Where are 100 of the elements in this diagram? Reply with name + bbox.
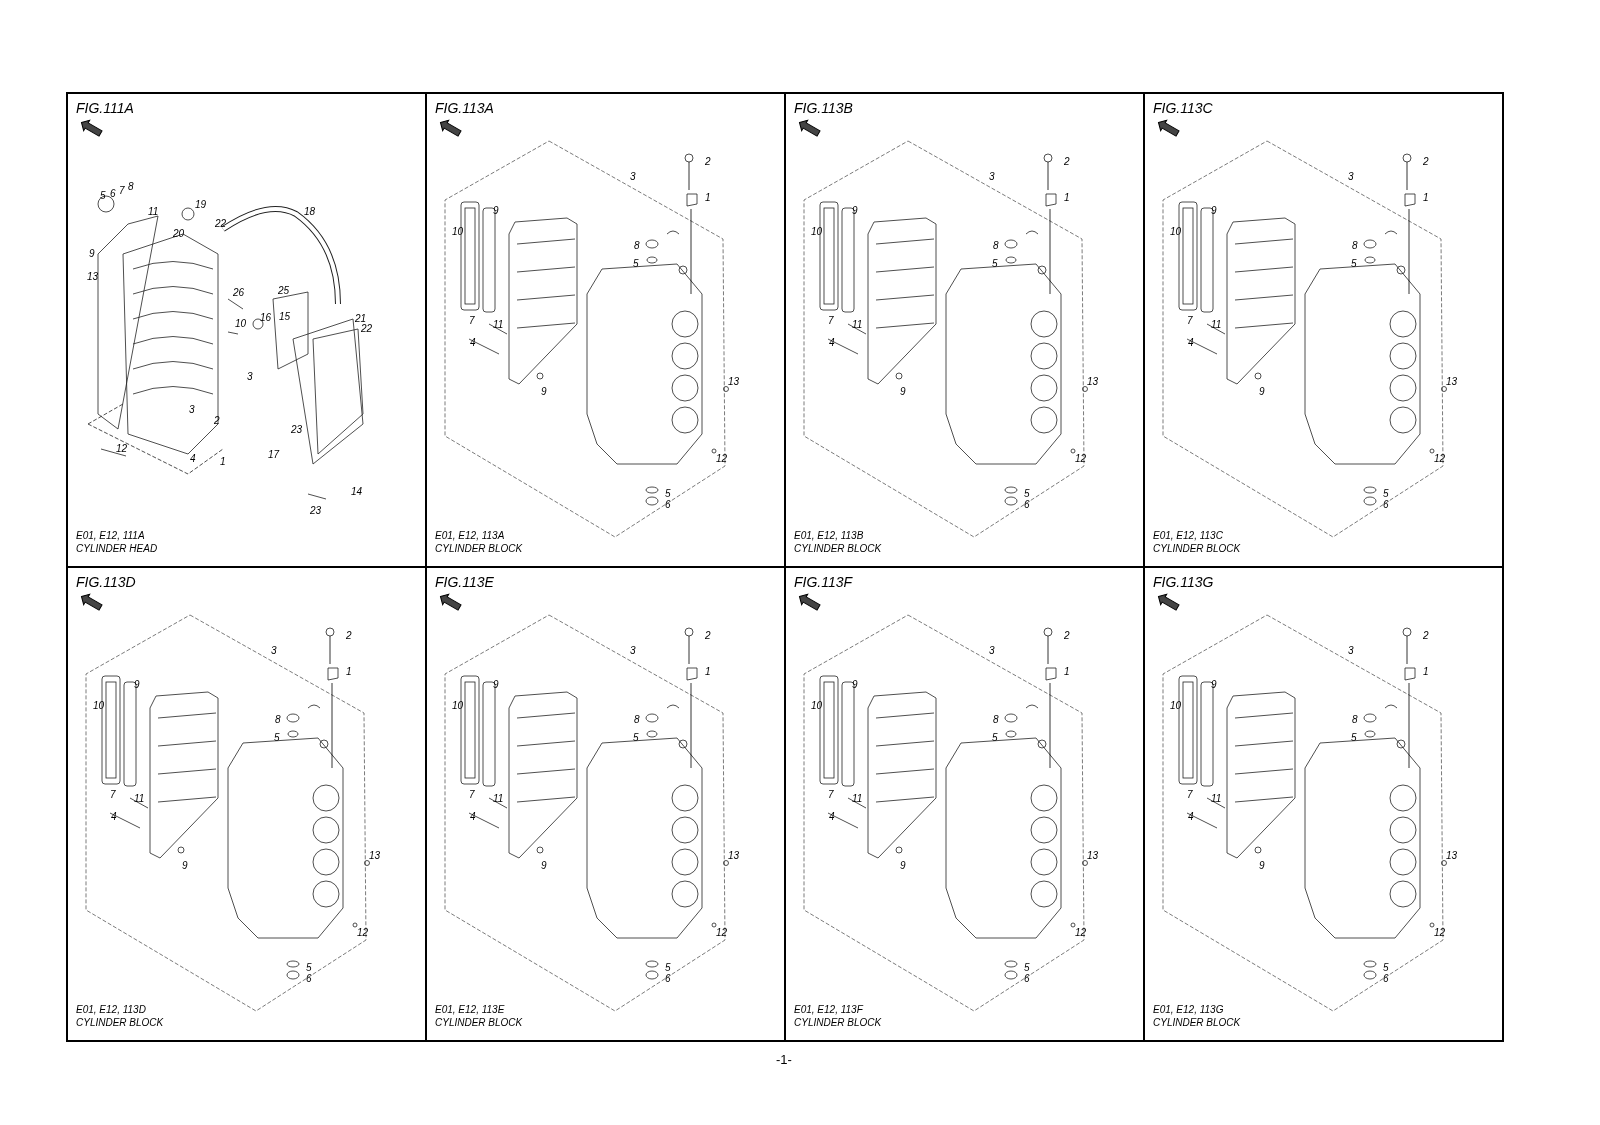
callout-number: 5 — [992, 259, 998, 269]
callout-number: 23 — [291, 425, 303, 435]
callout-number: 8 — [128, 182, 134, 192]
callout-number: 5 — [306, 963, 312, 973]
callout-number: 5 — [633, 259, 639, 269]
figure-panel — [1143, 92, 1504, 568]
callout-number: 4 — [111, 812, 117, 822]
callout-number: 1 — [705, 667, 711, 677]
figure-title: FIG.113A — [435, 100, 494, 116]
figure-title: FIG.111A — [76, 100, 134, 116]
callout-number: 11 — [1211, 320, 1222, 330]
callout-number: 15 — [279, 312, 291, 322]
callout-number: 2 — [705, 157, 711, 167]
callout-number: 8 — [275, 715, 281, 725]
callout-number: 12 — [116, 444, 128, 454]
figure-code: E01, E12, 111A — [76, 530, 145, 541]
callout-number: 13 — [728, 377, 740, 387]
figure-code: E01, E12, 113D — [76, 1004, 146, 1015]
callout-number: 13 — [369, 851, 381, 861]
callout-number: 8 — [634, 241, 640, 251]
callout-number: 2 — [1423, 631, 1429, 641]
callout-number: 8 — [993, 241, 999, 251]
callout-number: 7 — [828, 316, 834, 326]
callout-number: 2 — [1423, 157, 1429, 167]
callout-number: 9 — [182, 861, 188, 871]
callout-number: 2 — [1064, 157, 1070, 167]
callout-number: 1 — [1064, 667, 1070, 677]
callout-number: 8 — [634, 715, 640, 725]
callout-number: 3 — [1348, 646, 1354, 656]
callout-number: 11 — [852, 794, 863, 804]
callout-number: 13 — [1446, 851, 1458, 861]
callout-number: 6 — [1383, 500, 1389, 510]
figure-panel — [1143, 566, 1504, 1042]
callout-number: 3 — [630, 646, 636, 656]
callout-number: 4 — [470, 812, 476, 822]
figure-code: E01, E12, 113B — [794, 530, 864, 541]
callout-number: 26 — [233, 288, 245, 298]
callout-number: 12 — [1434, 928, 1446, 938]
figure-code: E01, E12, 113A — [435, 530, 505, 541]
callout-number: 5 — [992, 733, 998, 743]
callout-number: 6 — [1024, 974, 1030, 984]
callout-number: 6 — [665, 500, 671, 510]
callout-number: 13 — [87, 272, 99, 282]
figure-caption: CYLINDER BLOCK — [1153, 543, 1241, 554]
callout-number: 25 — [278, 286, 290, 296]
callout-number: 9 — [900, 387, 906, 397]
callout-number: 5 — [100, 191, 106, 201]
callout-number: 10 — [811, 701, 823, 711]
callout-number: 7 — [469, 790, 475, 800]
callout-number: 9 — [493, 206, 499, 216]
figure-code: E01, E12, 113F — [794, 1004, 863, 1015]
callout-number: 4 — [1188, 338, 1194, 348]
callout-number: 16 — [260, 313, 272, 323]
callout-number: 2 — [214, 416, 220, 426]
callout-number: 11 — [148, 207, 159, 217]
callout-number: 10 — [452, 701, 464, 711]
callout-number: 5 — [1351, 259, 1357, 269]
figure-title: FIG.113E — [435, 574, 494, 590]
figure-caption: CYLINDER BLOCK — [794, 1017, 882, 1028]
callout-number: 8 — [1352, 241, 1358, 251]
figure-caption: CYLINDER HEAD — [76, 543, 158, 554]
callout-number: 10 — [1170, 701, 1182, 711]
callout-number: 22 — [361, 324, 373, 334]
figure-title: FIG.113C — [1153, 100, 1213, 116]
callout-number: 10 — [1170, 227, 1182, 237]
callout-number: 4 — [829, 338, 835, 348]
callout-number: 6 — [665, 974, 671, 984]
callout-number: 9 — [134, 680, 140, 690]
callout-number: 3 — [1348, 172, 1354, 182]
callout-number: 12 — [1434, 454, 1446, 464]
callout-number: 18 — [304, 207, 316, 217]
callout-number: 5 — [1383, 489, 1389, 499]
figure-caption: CYLINDER BLOCK — [1153, 1017, 1241, 1028]
callout-number: 13 — [1087, 377, 1099, 387]
callout-number: 1 — [705, 193, 711, 203]
callout-number: 10 — [235, 319, 247, 329]
callout-number: 12 — [716, 454, 728, 464]
callout-number: 23 — [310, 506, 322, 516]
callout-number: 11 — [493, 794, 504, 804]
callout-number: 5 — [1024, 489, 1030, 499]
callout-number: 12 — [1075, 454, 1087, 464]
callout-number: 1 — [346, 667, 352, 677]
callout-number: 21 — [355, 314, 367, 324]
callout-number: 5 — [1024, 963, 1030, 973]
callout-number: 12 — [716, 928, 728, 938]
figure-caption: CYLINDER BLOCK — [76, 1017, 164, 1028]
callout-number: 17 — [268, 450, 280, 460]
callout-number: 9 — [541, 861, 547, 871]
figure-caption: CYLINDER BLOCK — [435, 543, 523, 554]
callout-number: 8 — [1352, 715, 1358, 725]
callout-number: 6 — [306, 974, 312, 984]
callout-number: 1 — [1423, 193, 1429, 203]
page-number: -1- — [776, 1052, 792, 1067]
callout-number: 7 — [828, 790, 834, 800]
callout-number: 5 — [633, 733, 639, 743]
callout-number: 3 — [630, 172, 636, 182]
callout-number: 9 — [541, 387, 547, 397]
callout-number: 10 — [93, 701, 105, 711]
callout-number: 9 — [852, 680, 858, 690]
callout-number: 13 — [1087, 851, 1099, 861]
